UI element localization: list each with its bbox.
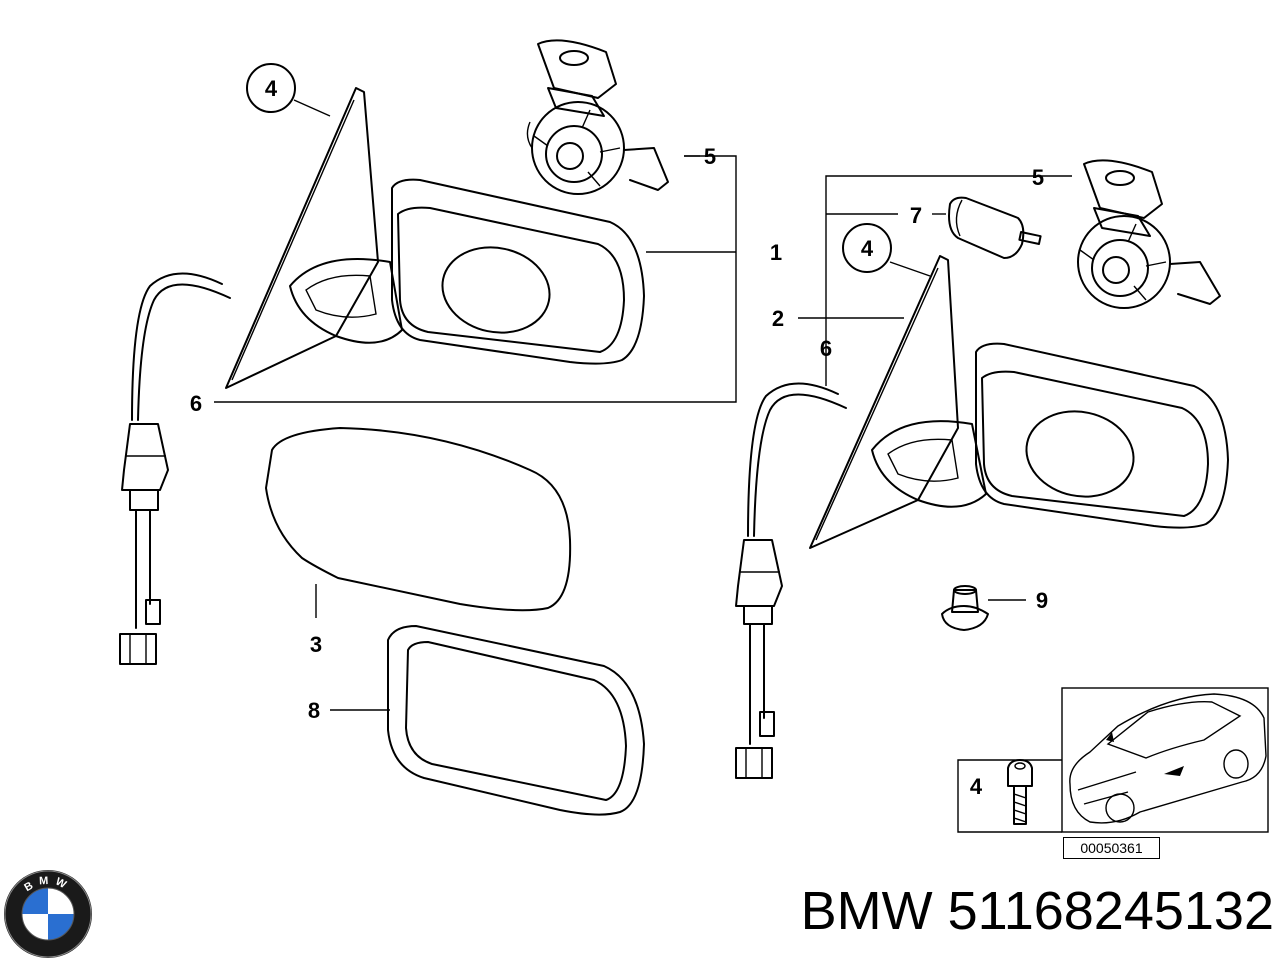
left-cable xyxy=(119,272,231,665)
adjuster-motor xyxy=(948,196,1042,259)
left-motor-unit xyxy=(526,39,669,195)
mirror-glass xyxy=(265,427,572,612)
callout-5-left: 5 xyxy=(704,144,716,169)
brand-name: BMW xyxy=(800,881,933,941)
callout-4-right: 4 xyxy=(861,236,874,261)
right-mirror-assembly xyxy=(809,255,1229,549)
reference-number: 00050361 xyxy=(1063,837,1160,859)
leader-lines xyxy=(214,99,1072,711)
left-mirror-assembly xyxy=(225,87,645,389)
mirror-glass-frame xyxy=(387,625,645,816)
caption: BMW 51168245132 xyxy=(664,876,1274,946)
callout-2: 2 xyxy=(772,306,784,331)
callout-6-right: 6 xyxy=(820,336,832,361)
callout-9: 9 xyxy=(1036,588,1048,613)
right-motor-unit xyxy=(1077,159,1221,309)
plug-clip xyxy=(941,585,989,631)
bmw-logo: BMW xyxy=(4,870,92,958)
callout-5-right: 5 xyxy=(1032,165,1044,190)
callout-8: 8 xyxy=(308,698,320,723)
inset-box: 4 xyxy=(957,687,1269,833)
callout-7: 7 xyxy=(910,203,922,228)
callout-4-left: 4 xyxy=(265,76,278,101)
callouts: 4 5 1 6 3 8 5 7 4 2 6 9 xyxy=(190,63,1048,723)
bolt-icon xyxy=(1007,759,1033,825)
callout-4-inset: 4 xyxy=(970,774,983,799)
part-number: 51168245132 xyxy=(947,881,1274,941)
callout-6-left: 6 xyxy=(190,391,202,416)
callout-1: 1 xyxy=(770,240,782,265)
callout-3: 3 xyxy=(310,632,322,657)
right-cable xyxy=(735,382,847,779)
car-silhouette xyxy=(1069,693,1267,824)
